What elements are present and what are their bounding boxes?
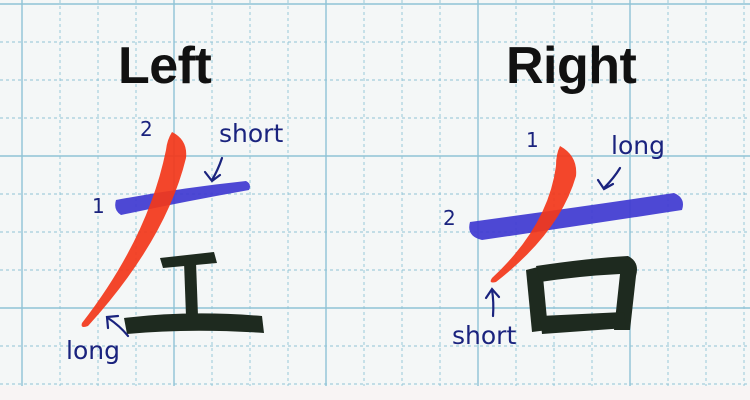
left-kanji-stroke-2-diagonal: [81, 132, 187, 327]
left-kanji-base-stroke: [124, 313, 264, 334]
right-stroke-number-2: 2: [443, 206, 456, 230]
title-right: Right: [506, 37, 637, 95]
left-label-short: short: [219, 119, 284, 148]
right-label-long: long: [611, 131, 665, 160]
right-kanji-box-left: [526, 266, 548, 332]
left-stroke-number-2: 2: [140, 117, 153, 141]
right-label-short: short: [452, 321, 517, 350]
arrow-right-short: [484, 287, 501, 318]
left-kanji-vertical-stroke: [184, 262, 198, 316]
arrow-left-long: [105, 314, 130, 338]
right-kanji-stroke-1-diagonal: [490, 146, 577, 283]
right-kanji-stroke-2-horizontal: [469, 193, 683, 240]
right-kanji-box-top-right: [536, 256, 637, 330]
left-kanji-stroke-1-horizontal: [115, 181, 250, 215]
left-label-long: long: [66, 336, 120, 365]
right-stroke-number-1: 1: [526, 128, 539, 152]
page-bottom-edge: [0, 386, 750, 400]
right-kanji-box-bottom: [540, 312, 626, 334]
left-stroke-number-1: 1: [92, 194, 105, 218]
arrow-right-long: [596, 166, 622, 191]
arrow-left-short: [203, 156, 224, 183]
title-left: Left: [118, 37, 212, 95]
left-kanji-lower-component: [160, 252, 217, 268]
